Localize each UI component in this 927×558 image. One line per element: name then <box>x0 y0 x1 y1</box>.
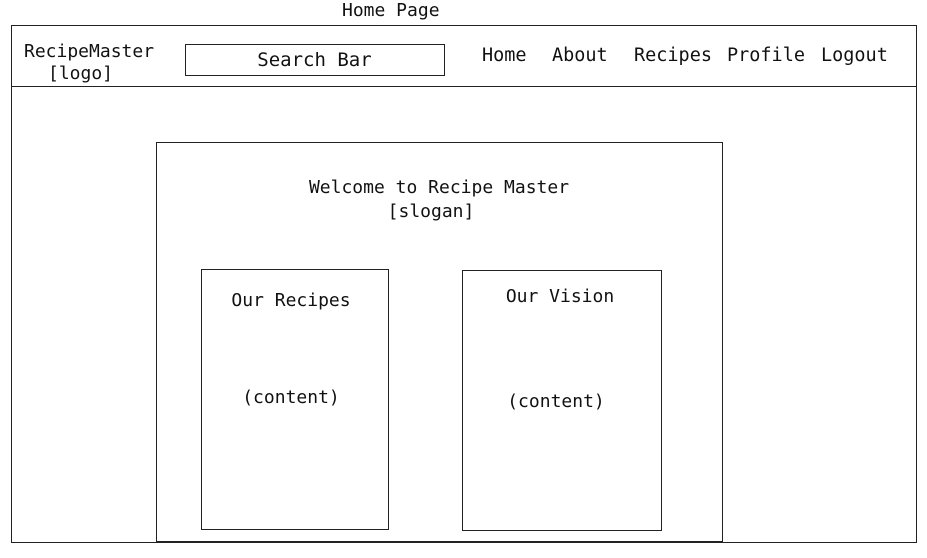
search-placeholder: Search Bar <box>257 49 372 71</box>
page-title: Home Page <box>342 0 440 21</box>
card-title: Our Recipes <box>231 290 351 311</box>
card-our-recipes[interactable]: Our Recipes (content) <box>201 269 389 530</box>
nav-link-about[interactable]: About <box>552 45 608 66</box>
logo-placeholder: [logo] <box>48 63 114 84</box>
slogan: [slogan] <box>387 201 475 222</box>
nav-link-home[interactable]: Home <box>482 45 527 66</box>
welcome-heading: Welcome to Recipe Master <box>308 177 570 198</box>
logo-name: RecipeMaster <box>24 41 155 62</box>
nav-link-recipes[interactable]: Recipes <box>634 45 712 66</box>
card-title: Our Vision <box>505 286 615 307</box>
header-divider <box>11 86 917 87</box>
nav-link-profile[interactable]: Profile <box>727 45 805 66</box>
card-content: (content) <box>242 387 340 408</box>
nav-link-logout[interactable]: Logout <box>821 45 888 66</box>
card-our-vision[interactable]: Our Vision (content) <box>462 270 662 531</box>
card-content: (content) <box>507 391 605 412</box>
search-input[interactable]: Search Bar <box>185 44 445 76</box>
